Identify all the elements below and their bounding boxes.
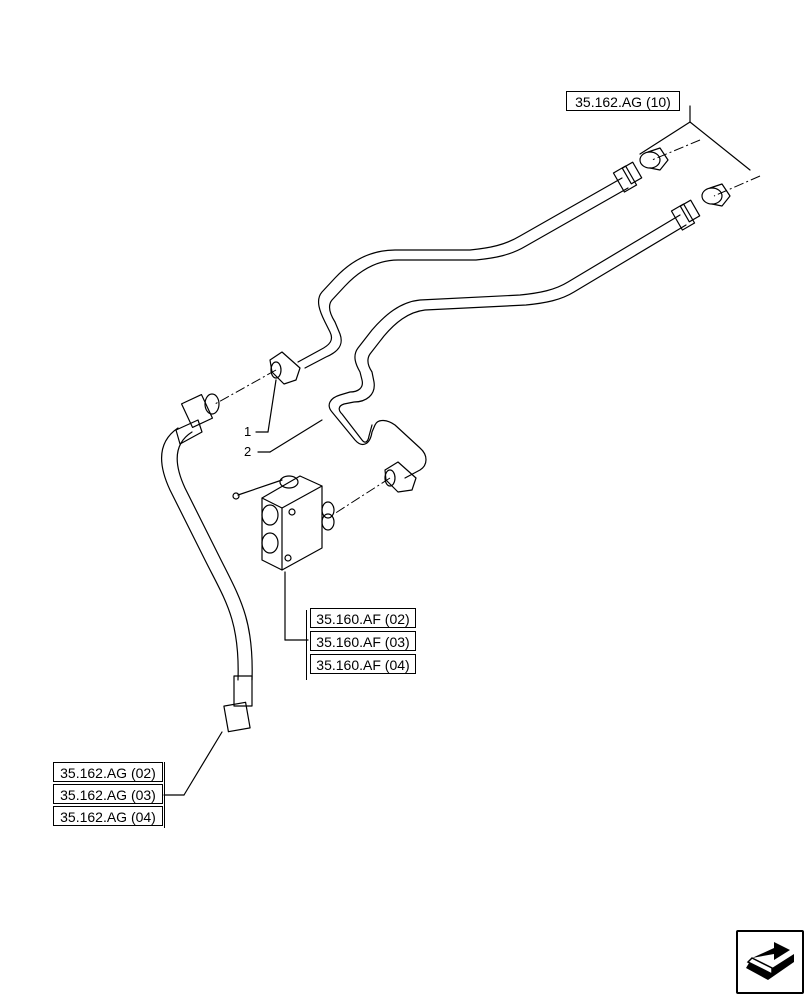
hose bbox=[161, 393, 253, 733]
ref-box-hose-2[interactable]: 35.162.AG (03) bbox=[53, 784, 163, 804]
fitting-top-2 bbox=[670, 199, 701, 231]
fitting-top-1 bbox=[612, 161, 643, 193]
ref-box-valve-3[interactable]: 35.160.AF (04) bbox=[310, 654, 416, 674]
nut-top-2 bbox=[701, 183, 731, 207]
valve-block bbox=[232, 475, 335, 571]
ref-box-hose-3[interactable]: 35.162.AG (04) bbox=[53, 806, 163, 826]
valve-group-bracket bbox=[306, 610, 307, 680]
fitting-pipe1-end bbox=[269, 351, 301, 385]
ref-box-hose-1[interactable]: 35.162.AG (02) bbox=[53, 762, 163, 782]
pipe-1 bbox=[297, 177, 629, 369]
ref-box-valve-1[interactable]: 35.160.AF (02) bbox=[310, 608, 416, 628]
next-page-button[interactable] bbox=[736, 930, 804, 994]
fitting-pipe2-end bbox=[384, 461, 417, 493]
pipe-2 bbox=[328, 214, 687, 479]
ref-box-valve-2[interactable]: 35.160.AF (03) bbox=[310, 631, 416, 651]
nut-top-1 bbox=[639, 147, 669, 171]
next-page-arrow-icon bbox=[746, 942, 794, 980]
hose-group-bracket bbox=[164, 762, 165, 828]
callout-1: 1 bbox=[244, 424, 252, 439]
callout-2: 2 bbox=[244, 444, 252, 459]
ref-box-top[interactable]: 35.162.AG (10) bbox=[566, 91, 680, 111]
